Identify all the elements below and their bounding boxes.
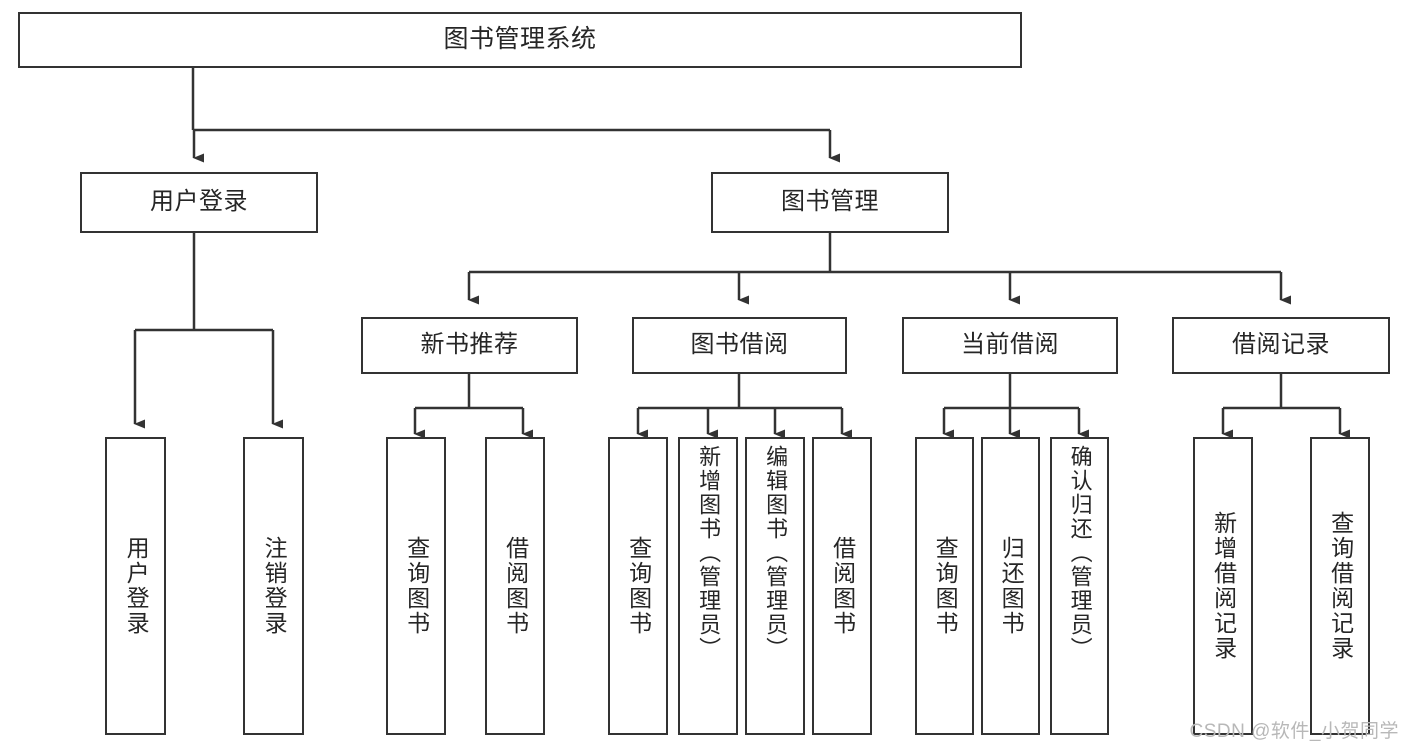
node-label: 用户登录 [123,536,150,636]
node-label: 借阅图书 [502,536,529,636]
node-label: 新增借阅记录 [1210,511,1237,661]
node-label: 图书借阅 [690,331,789,359]
leaf-confirm-return[interactable]: 确认归还（管理员） [1050,437,1109,735]
leaf-query-book-1[interactable]: 查询图书 [386,437,446,735]
node-label: 借阅图书 [829,536,856,636]
node-root-system[interactable]: 图书管理系统 [18,12,1022,68]
node-label: 新增图书（管理员） [696,445,722,661]
leaf-borrow-book-2[interactable]: 借阅图书 [812,437,872,735]
leaf-return-book[interactable]: 归还图书 [981,437,1040,735]
node-label: 用户登录 [150,188,248,216]
node-label: 查询图书 [625,536,652,636]
leaf-query-book-2[interactable]: 查询图书 [608,437,668,735]
node-user-login[interactable]: 用户登录 [80,172,318,233]
leaf-edit-book[interactable]: 编辑图书（管理员） [745,437,805,735]
node-label: 归还图书 [998,536,1025,636]
node-new-book-recommend[interactable]: 新书推荐 [361,317,578,374]
node-label: 图书管理系统 [443,25,597,54]
leaf-borrow-book-1[interactable]: 借阅图书 [485,437,545,735]
csdn-watermark: CSDN @软件_小贺同学 [1189,721,1399,742]
node-label: 借阅记录 [1232,331,1330,359]
leaf-query-record[interactable]: 查询借阅记录 [1310,437,1370,735]
node-book-management[interactable]: 图书管理 [711,172,949,233]
node-label: 当前借阅 [961,331,1059,359]
node-current-borrow[interactable]: 当前借阅 [902,317,1118,374]
leaf-query-book-3[interactable]: 查询图书 [915,437,974,735]
node-label: 编辑图书（管理员） [763,445,789,661]
node-label: 查询图书 [403,536,430,636]
node-label: 查询借阅记录 [1327,511,1354,661]
node-label: 确认归还（管理员） [1067,445,1093,661]
node-label: 查询图书 [932,536,959,636]
node-borrow-record[interactable]: 借阅记录 [1172,317,1390,374]
leaf-add-record[interactable]: 新增借阅记录 [1193,437,1253,735]
node-label: 新书推荐 [420,331,519,359]
node-book-borrow[interactable]: 图书借阅 [632,317,847,374]
node-label: 注销登录 [261,536,288,636]
node-label: 图书管理 [781,188,879,216]
leaf-logout-login[interactable]: 注销登录 [243,437,304,735]
leaf-add-book[interactable]: 新增图书（管理员） [678,437,738,735]
leaf-user-login[interactable]: 用户登录 [105,437,166,735]
